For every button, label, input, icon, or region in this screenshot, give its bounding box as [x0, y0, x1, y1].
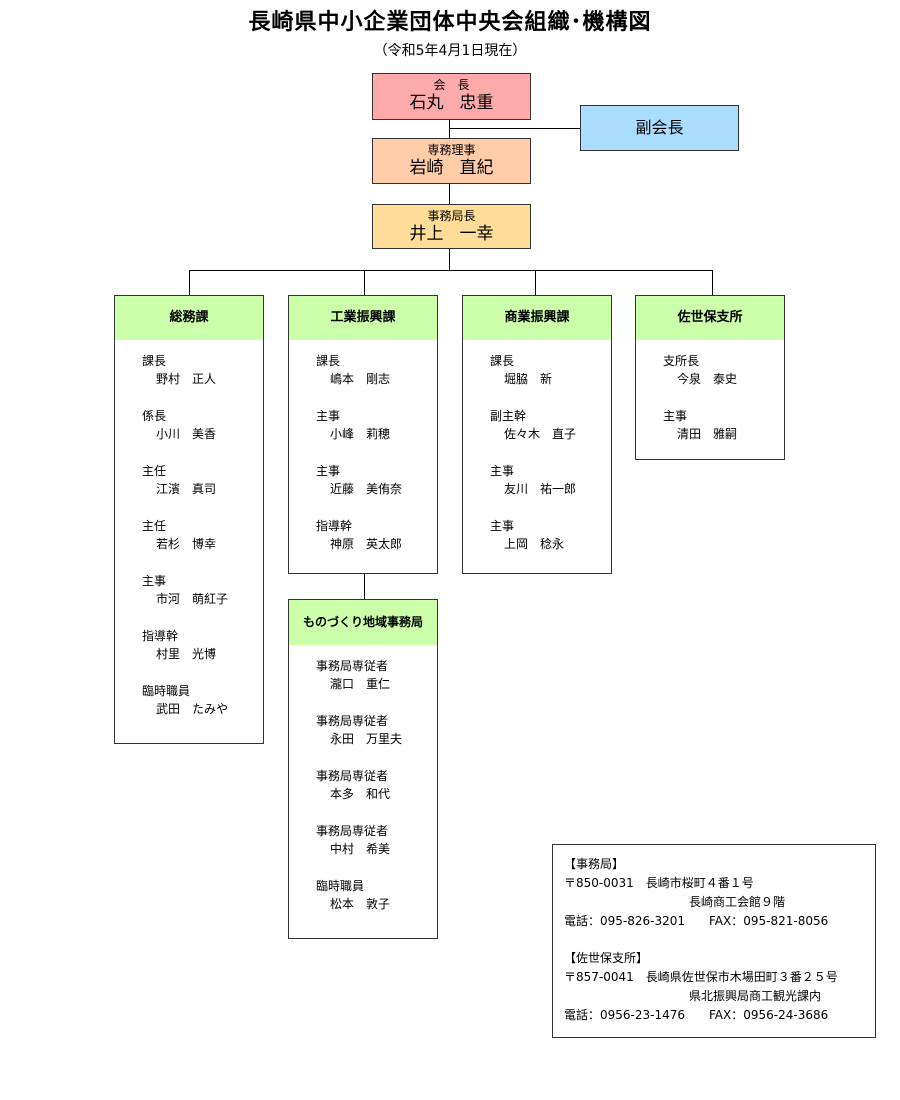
main-office-postal: 〒850-0031 長崎市桜町４番１号 — [564, 876, 754, 890]
sasebo-office-heading: 【佐世保支所】 — [564, 951, 649, 965]
sub-office-header: ものづくり地域事務局 — [288, 599, 438, 646]
member: 主事市河 萌紅子 — [142, 574, 229, 606]
member: 課長嶋本 剛志 — [316, 354, 391, 386]
managing-director-role: 専務理事 — [427, 143, 476, 157]
dept-commerce-members: 課長堀脇 新 副主幹佐々木 直子 主事友川 祐一郎 主事上岡 稔永 — [462, 340, 612, 574]
sasebo-office-phone-fax: 電話：0956-23-1476 FAX：0956-24-3686 — [564, 1008, 829, 1022]
dept-sasebo-members: 支所長今泉 泰史 主事清田 雅嗣 — [635, 340, 785, 460]
president-role: 会 長 — [433, 78, 470, 92]
member: 主任若杉 博幸 — [142, 519, 217, 551]
president-box: 会 長 石丸忠重 — [372, 73, 531, 120]
dept-industry-header: 工業振興課 — [288, 295, 438, 341]
main-office-building: 長崎商工会館９階 — [689, 895, 786, 909]
contact-info-box: 【事務局】 〒850-0031 長崎市桜町４番１号 長崎商工会館９階 電話：09… — [552, 844, 876, 1038]
member: 係長小川 美香 — [142, 409, 217, 441]
vice-president-role: 副会長 — [635, 118, 684, 137]
member: 主任江濱 真司 — [142, 464, 217, 496]
member: 事務局専従者永田 万里夫 — [316, 714, 403, 746]
page-title: 長崎県中小企業団体中央会組織･機構図 — [248, 10, 652, 35]
member: 指導幹神原 英太郎 — [316, 519, 403, 551]
member: 主事友川 祐一郎 — [490, 464, 577, 496]
as-of-date: （令和5年4月1日現在） — [373, 43, 527, 59]
secretary-general-box: 事務局長 井上一幸 — [372, 204, 531, 249]
dept-general-affairs-members: 課長野村 正人 係長小川 美香 主任江濱 真司 主任若杉 博幸 主事市河 萌紅子… — [114, 340, 264, 744]
managing-director-name: 岩崎直紀 — [409, 158, 494, 178]
member: 臨時職員松本 敦子 — [316, 879, 391, 911]
secretary-general-name: 井上一幸 — [409, 224, 494, 244]
member: 指導幹村里 光博 — [142, 629, 217, 661]
member: 課長堀脇 新 — [490, 354, 553, 386]
member: 臨時職員武田 たみや — [142, 684, 229, 716]
member: 課長野村 正人 — [142, 354, 217, 386]
dept-commerce-header: 商業振興課 — [462, 295, 612, 341]
secretary-general-role: 事務局長 — [427, 209, 476, 223]
member: 事務局専従者本多 和代 — [316, 769, 391, 801]
member: 主事清田 雅嗣 — [663, 409, 738, 441]
member: 主事近藤 美侑奈 — [316, 464, 403, 496]
member: 副主幹佐々木 直子 — [490, 409, 577, 441]
managing-director-box: 専務理事 岩崎直紀 — [372, 138, 531, 184]
main-office-phone-fax: 電話：095-826-3201 FAX：095-821-8056 — [564, 914, 829, 928]
member: 事務局専従者瀧口 重仁 — [316, 659, 391, 691]
sasebo-office-postal: 〒857-0041 長崎県佐世保市木場田町３番２５号 — [564, 970, 838, 984]
vice-president-box: 副会長 — [580, 105, 739, 151]
dept-sasebo-header: 佐世保支所 — [635, 295, 785, 341]
member: 主事上岡 稔永 — [490, 519, 565, 551]
member: 事務局専従者中村 希美 — [316, 824, 391, 856]
sasebo-office-building: 県北振興局商工観光課内 — [689, 989, 822, 1003]
member: 主事小峰 莉穂 — [316, 409, 391, 441]
dept-general-affairs-header: 総務課 — [114, 295, 264, 341]
main-office-heading: 【事務局】 — [564, 857, 625, 871]
president-name: 石丸忠重 — [409, 93, 494, 113]
member: 支所長今泉 泰史 — [663, 354, 738, 386]
sub-office-members: 事務局専従者瀧口 重仁 事務局専従者永田 万里夫 事務局専従者本多 和代 事務局… — [288, 645, 438, 939]
dept-industry-members: 課長嶋本 剛志 主事小峰 莉穂 主事近藤 美侑奈 指導幹神原 英太郎 — [288, 340, 438, 574]
